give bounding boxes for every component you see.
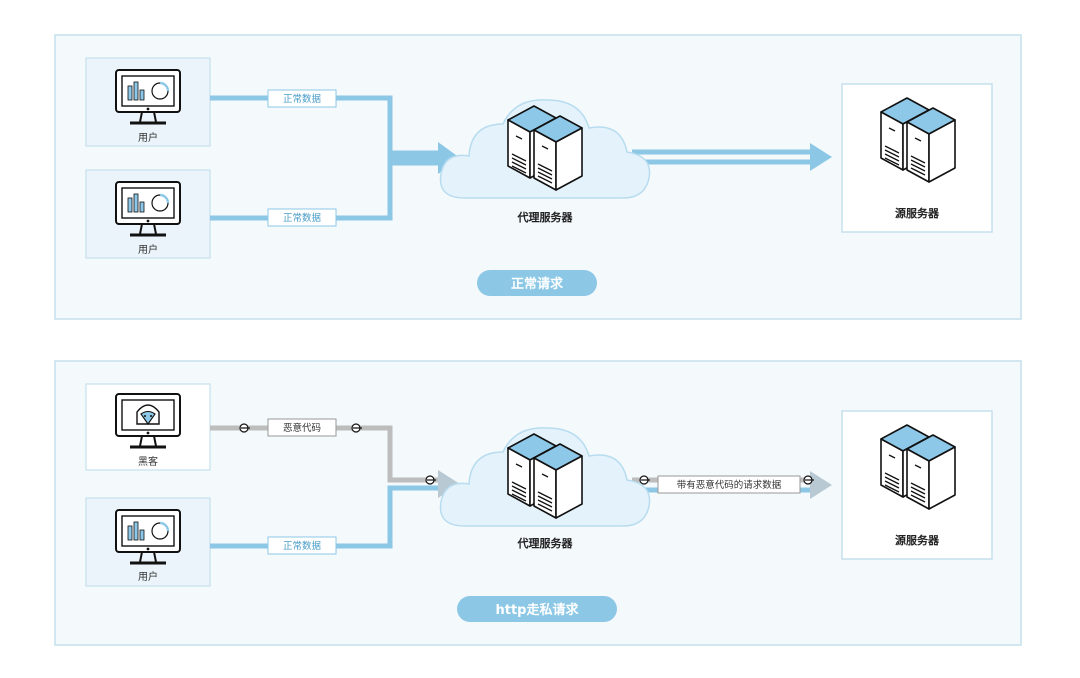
proxy-server-node-2: 代理服务器 — [439, 427, 651, 550]
svg-text:正常数据: 正常数据 — [283, 212, 322, 224]
user-smuggling-node: 用户 — [85, 497, 211, 587]
edge-label-user-smuggling: 正常数据 — [267, 536, 337, 555]
smuggling-request-title: http走私请求 — [496, 602, 580, 618]
arrow-head-to-origin-2 — [810, 471, 832, 499]
user-top-label: 用户 — [138, 131, 158, 144]
normal-request-title: 正常请求 — [511, 276, 564, 292]
svg-text:恶意代码: 恶意代码 — [283, 422, 321, 434]
user-top-node: 用户 — [85, 57, 211, 147]
origin-server-label: 源服务器 — [895, 206, 940, 220]
svg-text:正常数据: 正常数据 — [283, 540, 322, 552]
origin-server-label-2: 源服务器 — [895, 533, 940, 547]
edge-label-user-bottom: 正常数据 — [267, 208, 337, 227]
hacker-node: 黑客 — [85, 383, 211, 471]
svg-text:带有恶意代码的请求数据: 带有恶意代码的请求数据 — [677, 479, 782, 491]
normal-request-title-pill: 正常请求 — [477, 270, 597, 296]
hacker-label: 黑客 — [138, 455, 158, 468]
svg-text:正常数据: 正常数据 — [283, 93, 322, 105]
proxy-server-label-2: 代理服务器 — [517, 536, 574, 550]
edge-label-user-top: 正常数据 — [267, 89, 337, 108]
proxy-server-label: 代理服务器 — [517, 210, 574, 224]
user-bottom-label: 用户 — [138, 243, 158, 256]
origin-server-node-2: 源服务器 — [841, 410, 993, 560]
origin-server-node: 源服务器 — [841, 83, 993, 233]
arrow-head-to-origin — [810, 143, 832, 171]
edge-label-proxy-to-origin: 带有恶意代码的请求数据 — [657, 475, 801, 494]
edge-label-hacker: 恶意代码 — [267, 418, 337, 437]
arrow-head-to-proxy-2 — [438, 470, 460, 498]
user-smuggling-label: 用户 — [138, 570, 158, 583]
user-bottom-node: 用户 — [85, 169, 211, 259]
proxy-server-node: 代理服务器 — [439, 99, 651, 224]
smuggling-request-title-pill: http走私请求 — [457, 596, 617, 622]
